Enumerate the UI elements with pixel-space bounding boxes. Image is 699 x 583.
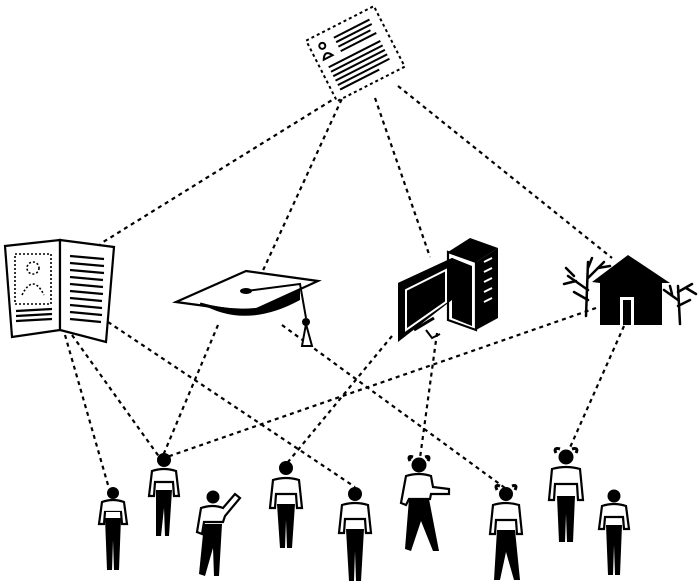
graduation-cap-icon	[171, 269, 322, 347]
person-icon	[97, 487, 129, 570]
person-icon	[268, 461, 304, 548]
person-icon	[337, 487, 373, 581]
resume-document-icon	[304, 4, 407, 103]
passport-booklet-icon	[3, 238, 116, 344]
desktop-computer-icon	[398, 238, 498, 342]
person-icon	[547, 447, 585, 542]
connection-lines	[63, 85, 626, 489]
person-icon	[597, 489, 631, 575]
house-with-trees-icon	[562, 255, 698, 326]
people-row	[97, 447, 631, 581]
person-icon	[147, 453, 181, 536]
person-pointing-icon	[399, 455, 451, 551]
person-icon	[488, 484, 524, 580]
person-waving-icon	[195, 490, 242, 576]
